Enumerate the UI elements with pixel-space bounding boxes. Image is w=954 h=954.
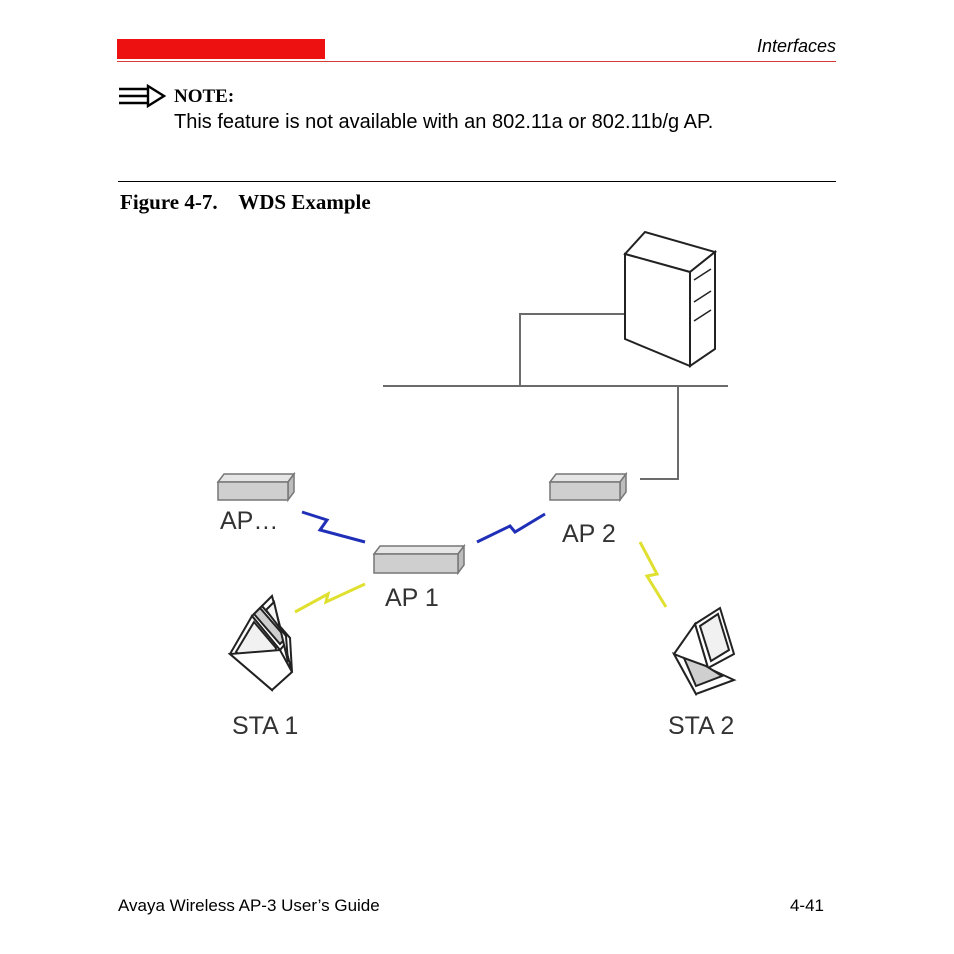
caption-rule xyxy=(118,181,836,182)
ap2-label: AP 2 xyxy=(562,520,616,548)
client-link-sta1-ap1 xyxy=(294,582,366,614)
sta2-laptop-icon xyxy=(671,606,737,697)
page-number: 4-41 xyxy=(789,896,824,915)
note-text: This feature is not available with an 80… xyxy=(174,111,714,133)
figure-caption: Figure 4-7. WDS Example xyxy=(120,190,371,215)
ap2-icon xyxy=(548,471,628,503)
footer-doc-title: Avaya Wireless AP-3 User’s Guide xyxy=(118,896,380,915)
ap-left-icon xyxy=(216,471,296,503)
ap1-icon xyxy=(372,543,466,576)
figure-number: Figure 4-7. xyxy=(120,190,218,214)
section-title: Interfaces xyxy=(756,36,836,56)
note-arrow-icon xyxy=(119,84,167,108)
server-link xyxy=(519,313,625,386)
server-icon xyxy=(623,230,718,368)
ap-left-label: AP… xyxy=(220,507,278,535)
wds-link-ap-left-ap1 xyxy=(301,510,366,544)
wds-diagram: AP… AP 1 AP 2 STA 1 STA 2 xyxy=(216,230,737,740)
header-red-bar xyxy=(117,39,325,59)
sta2-label: STA 2 xyxy=(668,712,734,740)
sta1-label: STA 1 xyxy=(232,712,298,740)
wired-network xyxy=(383,313,728,480)
figure-title: WDS Example xyxy=(238,190,371,214)
ap1-label: AP 1 xyxy=(385,584,439,612)
ap2-wired-link xyxy=(640,386,679,480)
wds-link-ap1-ap2 xyxy=(476,512,546,544)
client-link-ap2-sta2 xyxy=(638,541,668,608)
header-rule xyxy=(117,61,836,62)
note-label: NOTE: xyxy=(174,86,235,107)
sta1-laptop-icon xyxy=(227,594,294,692)
